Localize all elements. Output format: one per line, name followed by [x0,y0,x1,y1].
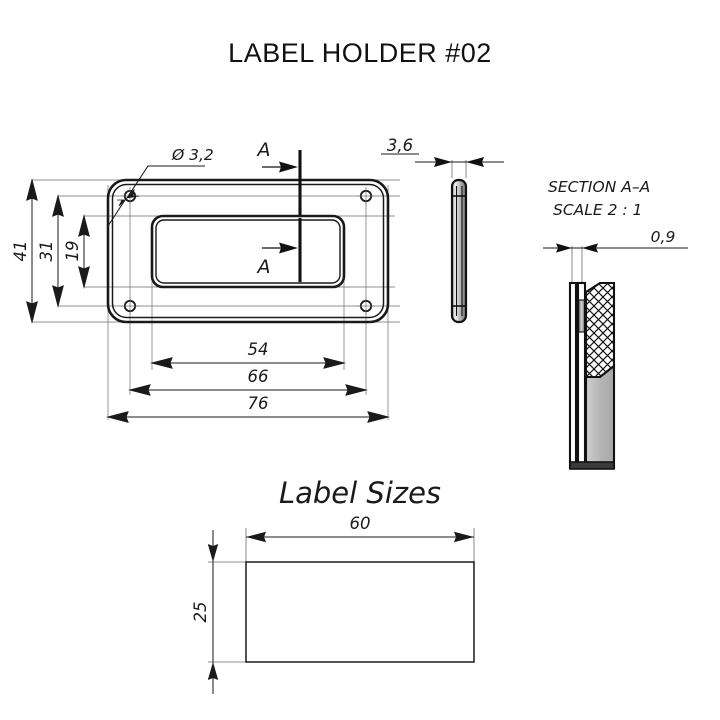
label-extension-lines [208,528,475,663]
mounting-holes [121,187,375,315]
dimension-label-3-6: 3,6 [387,136,413,155]
dimension-label-31: 31 [37,241,56,262]
mounting-hole [121,297,139,315]
plate-outer-edge [106,178,390,324]
dimension-41: 41 [11,178,38,324]
recess-outer-edge [150,214,346,289]
section-back-wall [568,281,578,470]
section-mark-a-bottom: A [256,256,271,278]
front-view: Ø 3,2 A A 54 [11,139,400,423]
dimension-label-60: 60 [350,514,371,533]
section-solid-body [584,363,616,470]
side-view: 3,6 [381,136,504,324]
dimension-label-54: 54 [248,340,269,359]
section-slot [577,299,586,333]
section-scale: SCALE 2 : 1 [553,201,642,219]
dimension-label-66: 66 [248,367,269,386]
side-view-body [450,178,468,324]
section-hatched-profile [584,281,616,379]
dimension-60: 60 [246,514,474,543]
dimension-19: 19 [63,214,90,289]
dimension-label-76: 76 [248,394,269,413]
dimension-label-0-9: 0,9 [651,228,676,246]
hole-diameter-callout: Ø 3,2 [107,146,214,227]
front-view-horizontal-dimensions: 54 66 76 [106,340,390,423]
label-sizes-view: Label Sizes 60 25 [191,476,475,694]
dimension-3-6: 3,6 [381,136,504,178]
dimension-66: 66 [128,367,368,396]
section-title: SECTION A–A [548,178,650,196]
hole-diameter-label: Ø 3,2 [171,146,214,164]
section-a-a-view: SECTION A–A SCALE 2 : 1 0,9 [543,178,688,470]
mounting-hole [357,297,375,315]
dimension-label-19: 19 [63,241,82,262]
dimension-label-25: 25 [191,602,210,623]
label-rectangle [245,561,475,663]
section-mark-a-top: A [256,139,271,161]
dimension-label-41: 41 [11,241,30,262]
front-view-vertical-dimensions: 41 31 19 [11,178,90,324]
section-cut-line-a-a: A A [256,139,302,282]
label-sizes-heading: Label Sizes [279,476,441,510]
dimension-25: 25 [191,530,219,694]
dimension-76: 76 [106,394,390,423]
mounting-hole [357,187,375,205]
section-base [569,461,615,470]
plate-inner-edge [111,183,385,319]
page-title: LABEL HOLDER #02 [228,38,492,68]
dimension-31: 31 [37,194,64,308]
recess-inner-edge [155,219,341,284]
dimension-54: 54 [150,340,346,369]
